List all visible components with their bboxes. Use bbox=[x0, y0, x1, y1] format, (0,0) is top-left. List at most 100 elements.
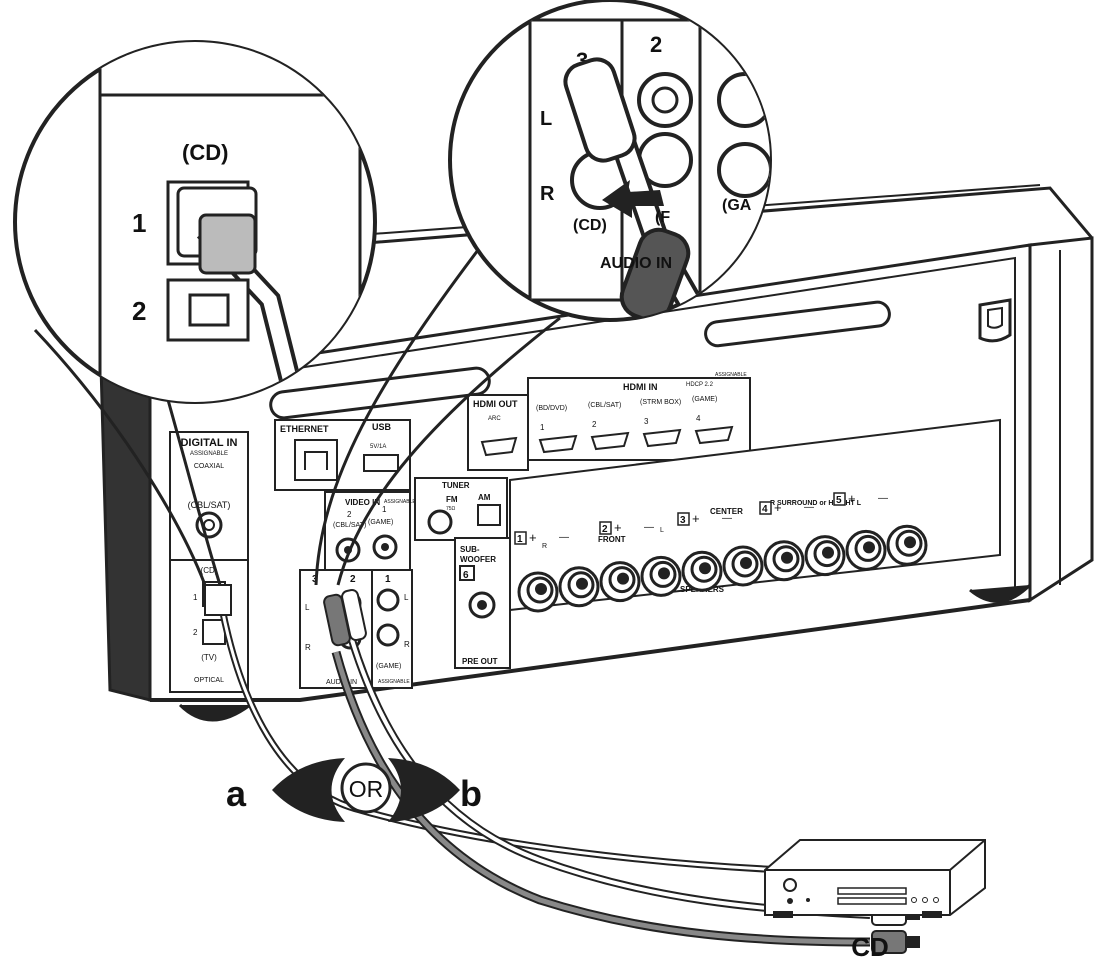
speaker-terminal-hole-1 bbox=[535, 583, 547, 595]
hdmi-panel: HDMI OUT ARC HDMI IN HDCP 2.2 ASSIGNABLE… bbox=[467, 372, 751, 471]
zoom-analog-in: 3 2 L R (CD) (F (GA AUDIO IN bbox=[448, 0, 772, 322]
coaxial-input-label: (CBL/SAT) bbox=[188, 500, 231, 510]
hdmi-in-name-1: (BD/DVD) bbox=[536, 405, 567, 412]
subwoofer-pre-out: SUB- WOOFER 6 PRE OUT bbox=[454, 537, 511, 669]
speaker-num-box-2 bbox=[599, 521, 612, 535]
usb-rating: 5V/1A bbox=[370, 444, 386, 450]
fm-label: FM bbox=[446, 495, 458, 504]
cd-disc-tray[interactable] bbox=[837, 887, 907, 895]
speaker-plus-5: + bbox=[848, 491, 856, 506]
hdmi-in-label: HDMI IN bbox=[623, 382, 658, 392]
hdcp-label: HDCP 2.2 bbox=[686, 382, 714, 388]
cd-player: CD bbox=[764, 839, 986, 962]
speaker-num-5: 5 bbox=[836, 495, 842, 506]
zoom-r: R bbox=[540, 183, 555, 205]
speaker-plus-3: + bbox=[692, 511, 700, 526]
audio-jack-1r[interactable] bbox=[376, 623, 400, 647]
speaker-minus-1: — bbox=[559, 532, 569, 543]
zoom-num-1: 1 bbox=[132, 208, 146, 238]
or-brace: OR a b bbox=[226, 758, 482, 822]
zoom-partial-label-2: (GA bbox=[722, 197, 752, 214]
speaker-plus-2: + bbox=[614, 520, 622, 535]
video-in-label: VIDEO IN bbox=[345, 498, 380, 507]
speaker-terminal-hole-4 bbox=[658, 567, 670, 580]
speaker-terminal-hole-5 bbox=[699, 562, 711, 575]
zoom-optical-jack-2 bbox=[166, 278, 250, 342]
subwoofer-label: SUB- bbox=[460, 545, 480, 554]
cd-power-button[interactable] bbox=[783, 878, 797, 892]
zoom-audio-in: AUDIO IN bbox=[600, 255, 672, 272]
speaker-terminal-hole-10 bbox=[904, 536, 916, 549]
fm-ohm-label: 75Ω bbox=[446, 506, 456, 512]
audio-in-r-right: R bbox=[404, 640, 410, 649]
audio-jack-1l[interactable] bbox=[376, 588, 400, 612]
digital-in-assignable: ASSIGNABLE bbox=[190, 451, 228, 457]
subwoofer-num: 6 bbox=[463, 570, 469, 581]
am-antenna-terminal[interactable] bbox=[477, 504, 501, 526]
video-2-num: 2 bbox=[347, 510, 352, 519]
audio-in-game: (GAME) bbox=[376, 663, 401, 670]
hdmi-in-port-2[interactable] bbox=[590, 431, 630, 451]
audio-in-l-right: L bbox=[404, 593, 409, 602]
speaker-num-2: 2 bbox=[602, 524, 608, 535]
audio-in-assignable: ASSIGNABLE bbox=[378, 679, 410, 685]
tuner-label: TUNER bbox=[442, 481, 470, 490]
optical-label: OPTICAL bbox=[194, 677, 224, 684]
speaker-terminal-hole-8 bbox=[822, 546, 834, 559]
speaker-terminal-hole-9 bbox=[863, 541, 875, 554]
front-l-label: L bbox=[660, 527, 664, 534]
speaker-terminal-hole-3 bbox=[617, 572, 629, 585]
zoom-num-2: 2 bbox=[650, 32, 662, 57]
optical-num-2: 2 bbox=[193, 628, 198, 637]
video-1-name: (GAME) bbox=[368, 519, 393, 526]
speaker-terminal-hole-6 bbox=[740, 557, 752, 569]
zoom-partial-label-1: (F bbox=[655, 209, 670, 226]
speaker-num-box-1 bbox=[514, 531, 527, 545]
svg-text:WOOFER: WOOFER bbox=[460, 555, 496, 564]
video-in-panel: VIDEO IN ASSIGNABLE 2 (CBL/SAT) 1 (GAME) bbox=[324, 491, 416, 573]
tuner-panel: TUNER FM 75Ω AM bbox=[414, 477, 508, 541]
hdmi-assignable: ASSIGNABLE bbox=[715, 372, 747, 378]
hdmi-in-name-3: (STRM BOX) bbox=[640, 399, 681, 406]
surround-label: R SURROUND or HEIGHT L bbox=[770, 500, 862, 507]
video-2-name: (CBL/SAT) bbox=[333, 522, 366, 529]
speaker-num-box-5 bbox=[833, 492, 846, 506]
cable-b-label: b bbox=[460, 773, 482, 814]
speaker-minus-5: — bbox=[878, 493, 888, 504]
ethernet-port[interactable] bbox=[294, 439, 338, 481]
analog-audio-in-panel: 3 2 1 L R L R (GAME) AUDIO IN ASSIGNABLE bbox=[299, 569, 413, 689]
cable-a-label: a bbox=[226, 773, 247, 814]
speaker-num-box-3 bbox=[677, 512, 690, 526]
audio-in-l: L bbox=[305, 603, 310, 612]
coaxial-label: COAXIAL bbox=[194, 463, 224, 470]
video-in-assignable: ASSIGNABLE bbox=[384, 499, 416, 505]
speaker-num-box-4 bbox=[759, 501, 772, 515]
hdmi-in-port-4[interactable] bbox=[694, 425, 734, 445]
speaker-minus-4: — bbox=[804, 502, 814, 513]
hdmi-in-num-2: 2 bbox=[592, 420, 597, 429]
optical-cd-label: (CD) bbox=[201, 566, 218, 575]
hdmi-in-port-3[interactable] bbox=[642, 428, 682, 448]
or-label: OR bbox=[349, 776, 384, 802]
audio-in-num-2: 2 bbox=[350, 574, 356, 585]
front-r-label: R bbox=[542, 543, 547, 550]
digital-in-title: DIGITAL IN bbox=[180, 437, 237, 449]
optical-tv-label: (TV) bbox=[201, 653, 217, 662]
speaker-minus-2: — bbox=[644, 522, 654, 533]
cd-player-label: CD bbox=[851, 932, 889, 962]
network-usb-panel: ETHERNET USB 5V/1A bbox=[274, 419, 411, 491]
speaker-minus-3: — bbox=[722, 513, 732, 524]
speakers-panel: FRONT R L CENTER R SURROUND or HEIGHT L … bbox=[509, 418, 1001, 613]
hdmi-in-port-1[interactable] bbox=[538, 434, 578, 454]
hdmi-out-label: HDMI OUT bbox=[473, 399, 518, 409]
pre-out-label: PRE OUT bbox=[462, 657, 498, 666]
speaker-plus-1: + bbox=[529, 530, 537, 545]
zoom-num-2: 2 bbox=[132, 296, 146, 326]
speaker-plus-4: + bbox=[774, 500, 782, 515]
fm-antenna-jack[interactable] bbox=[427, 509, 453, 535]
hdmi-out-port[interactable] bbox=[480, 436, 518, 457]
arc-label: ARC bbox=[488, 416, 501, 422]
hdmi-in-num-1: 1 bbox=[540, 423, 545, 432]
usb-port[interactable] bbox=[363, 454, 399, 472]
